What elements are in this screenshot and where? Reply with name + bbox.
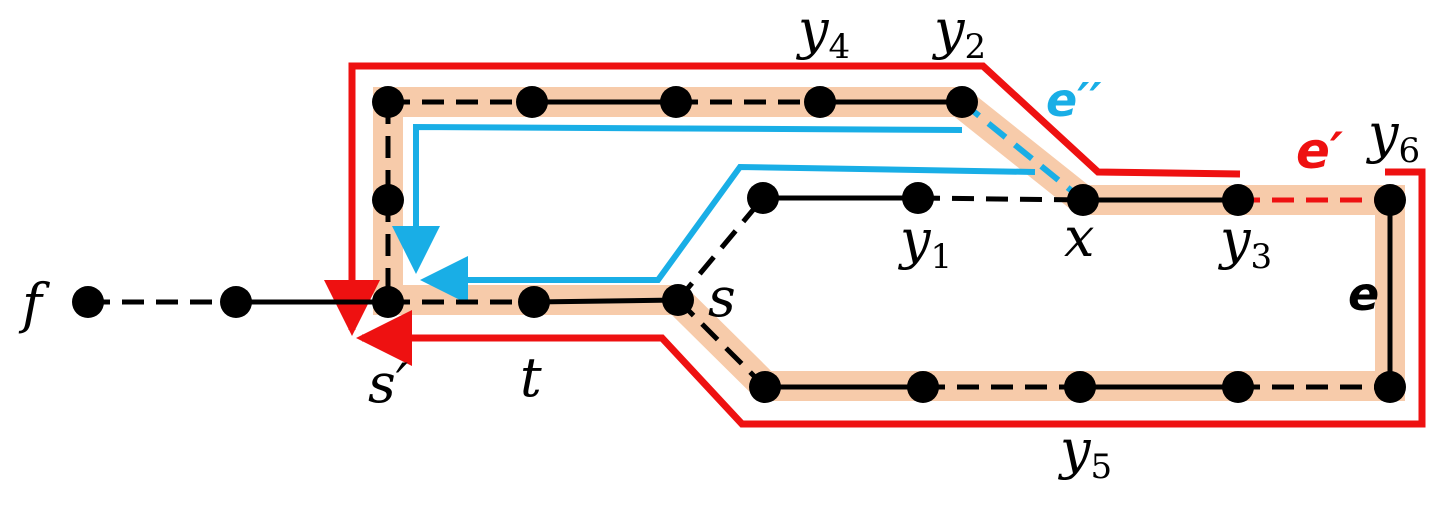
node-f	[72, 286, 104, 318]
label-f: f	[18, 272, 50, 335]
node-x	[1067, 184, 1099, 216]
label-t: t	[520, 346, 542, 409]
node	[516, 86, 548, 118]
node	[749, 371, 781, 403]
label-y1: y1	[898, 208, 952, 277]
node-y6	[1374, 184, 1406, 216]
node	[1222, 371, 1254, 403]
graph-edges	[88, 99, 1393, 390]
node-y2	[946, 86, 978, 118]
node-y3	[1222, 184, 1254, 216]
node	[660, 86, 692, 118]
label-y6: y6	[1366, 102, 1420, 171]
node	[220, 286, 252, 318]
label-y4: y4	[796, 0, 850, 67]
label-s-prime: s′	[368, 352, 408, 415]
label-s: s	[708, 266, 736, 329]
node-y5	[1064, 371, 1096, 403]
graph-nodes	[72, 86, 1406, 403]
label-e: e	[1348, 267, 1379, 321]
red-cycle-outline	[348, 62, 1426, 428]
node-y1	[902, 182, 934, 214]
node	[1374, 371, 1406, 403]
label-y2: y2	[932, 0, 986, 67]
label-y3: y3	[1218, 208, 1272, 277]
label-y5: y5	[1058, 418, 1112, 487]
node	[907, 371, 939, 403]
node-labels: f s′ t s y1 y2 y3 y4 y5 y6 x e e′ e′′	[18, 0, 1420, 487]
label-e-double-prime: e′′	[1046, 73, 1101, 127]
node	[372, 86, 404, 118]
label-x: x	[1064, 206, 1094, 269]
node	[747, 182, 779, 214]
node-t	[518, 286, 550, 318]
node-s	[662, 284, 694, 316]
blue-path	[413, 123, 1036, 283]
node-s-prime	[372, 286, 404, 318]
label-e-prime: e′	[1296, 122, 1343, 180]
node	[372, 184, 404, 216]
node-y4	[804, 86, 836, 118]
